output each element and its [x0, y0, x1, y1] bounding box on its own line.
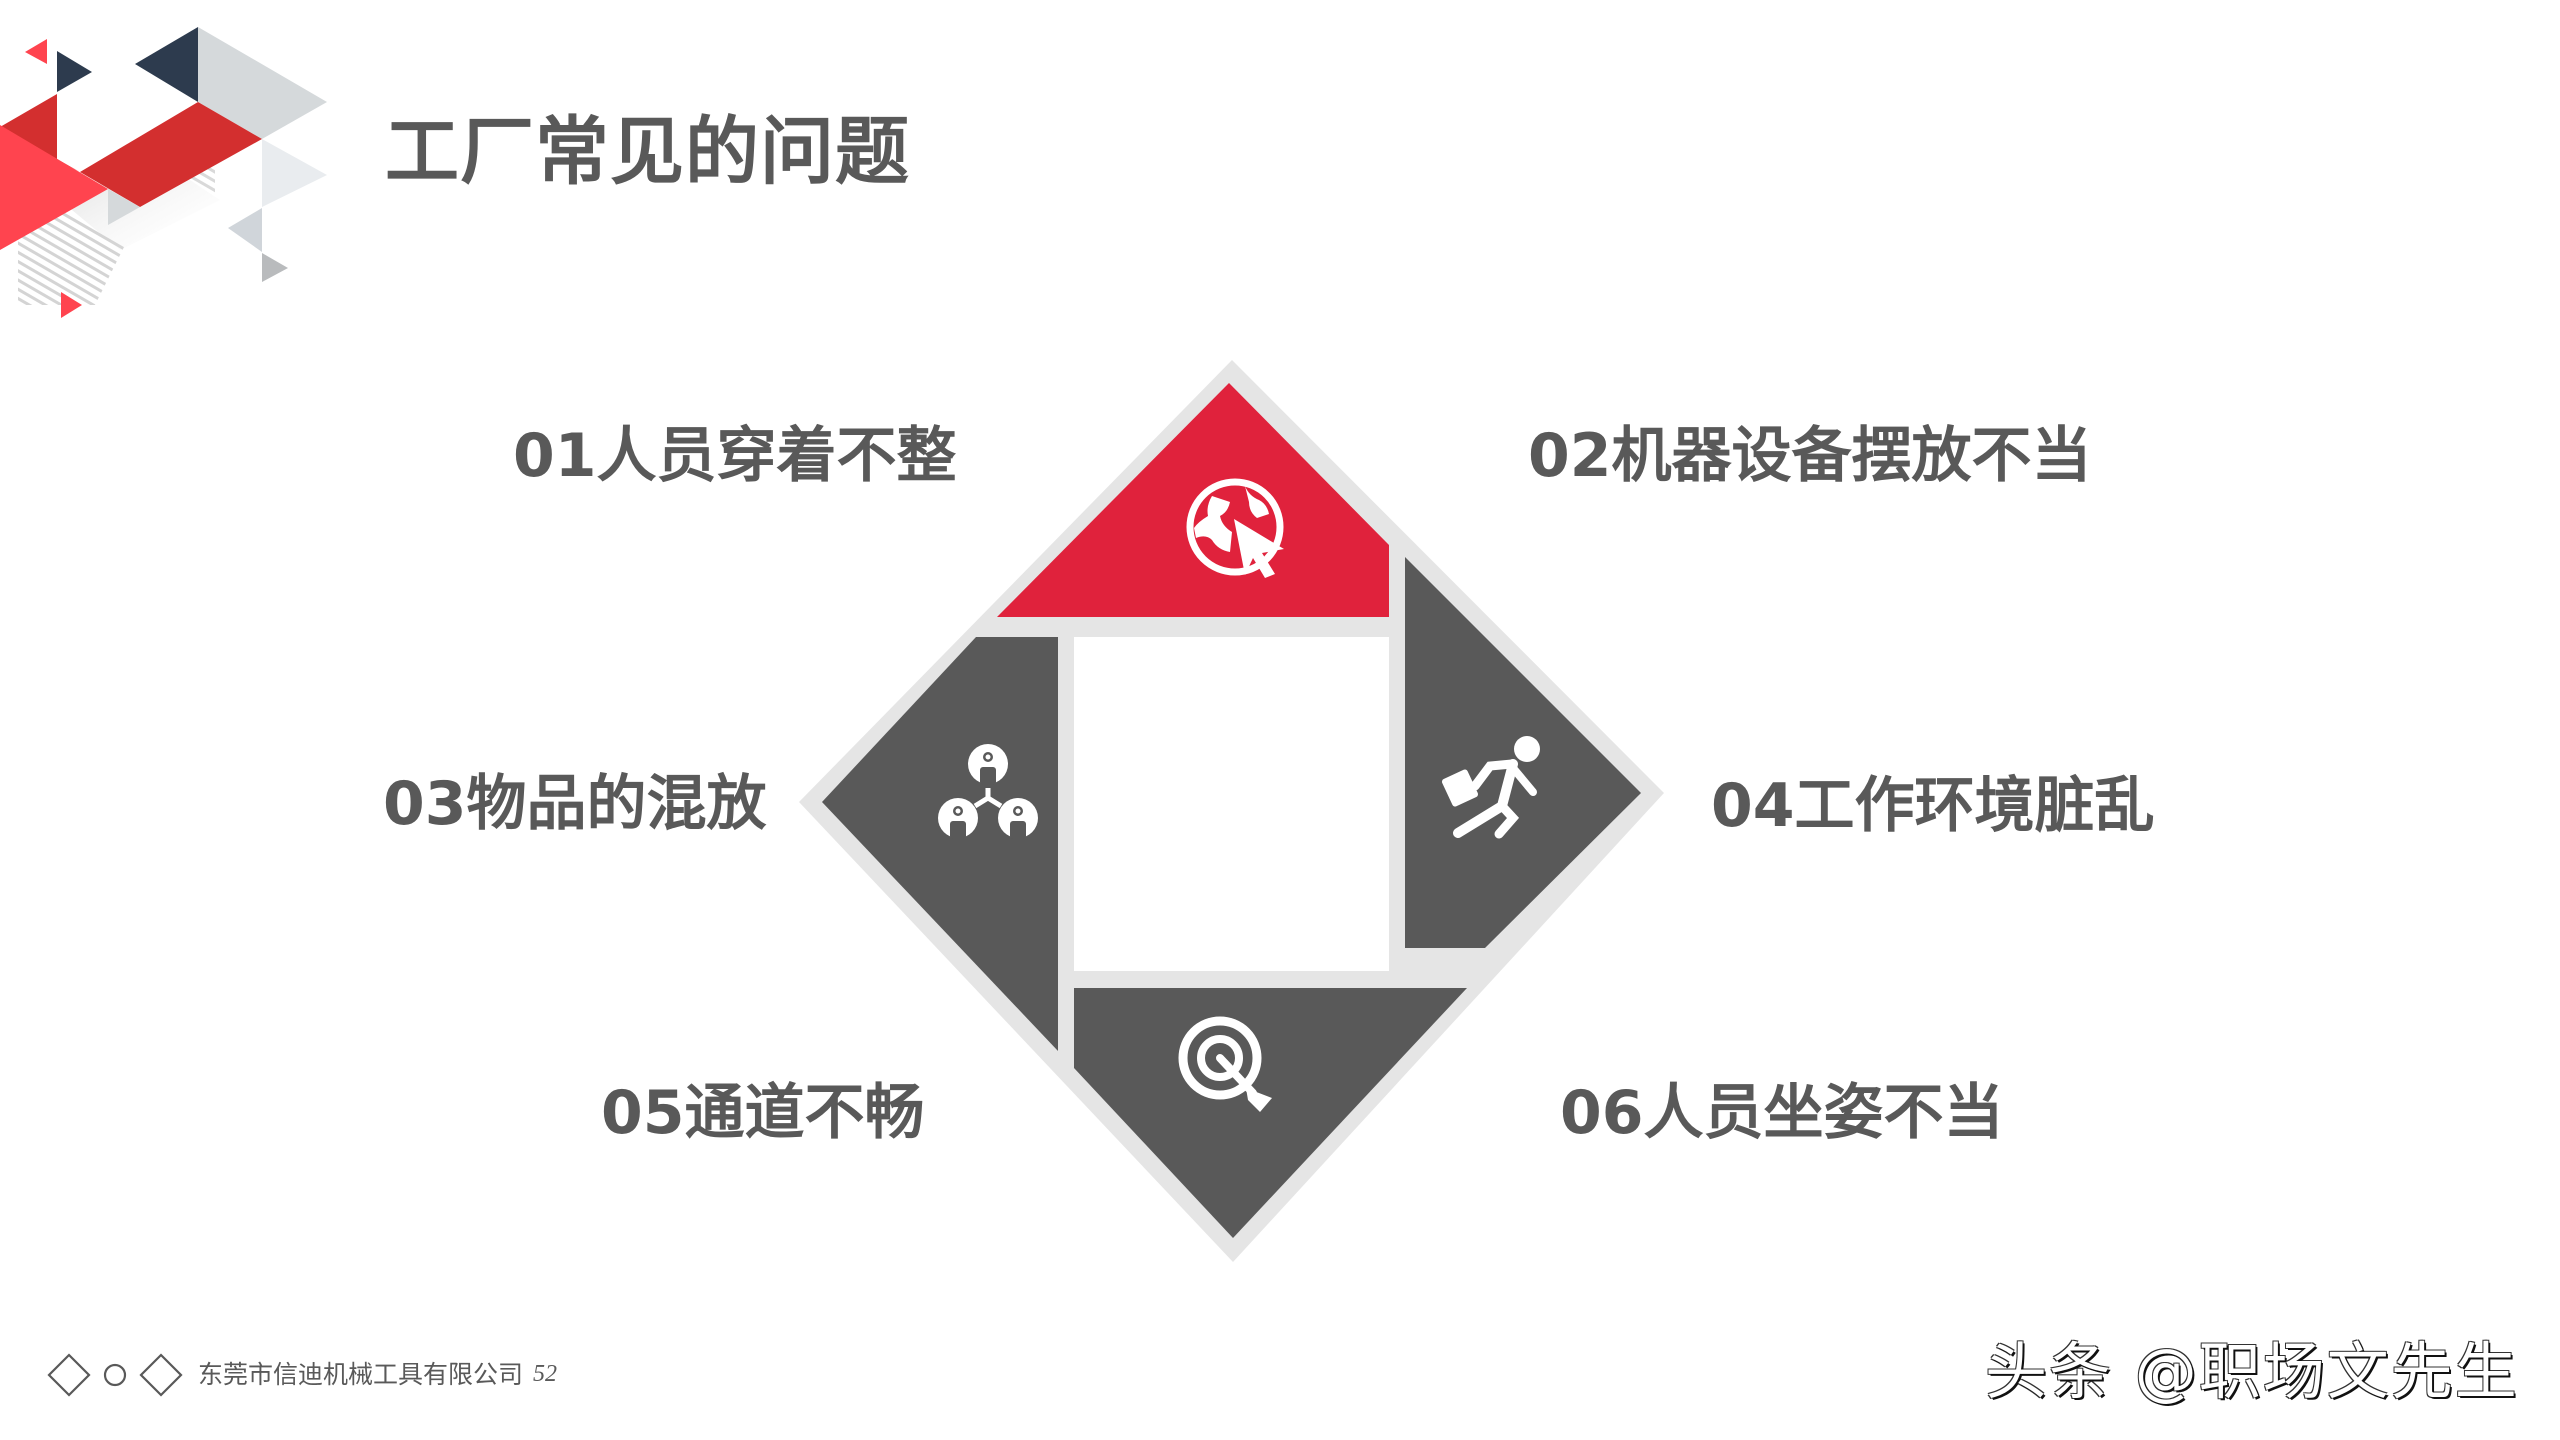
item-label-05: 05通道不畅	[601, 1078, 925, 1148]
item-label-01: 01人员穿着不整	[513, 421, 957, 491]
target-arrow-icon	[1178, 1016, 1272, 1112]
watermark: 头条 @职场文先生	[1985, 1335, 2519, 1408]
footer-shapes	[47, 1353, 183, 1397]
page-number: 52	[533, 1361, 557, 1387]
panel-top	[997, 383, 1389, 617]
panel-bottom	[1074, 988, 1467, 1238]
running-businessman-icon	[1441, 736, 1540, 839]
item-label-04: 04工作环境脏乱	[1711, 771, 2155, 841]
circle-outline-icon	[103, 1363, 127, 1387]
item-label-06: 06人员坐姿不当	[1560, 1078, 2004, 1148]
center-square	[1074, 637, 1389, 971]
globe-cursor-icon	[1186, 478, 1284, 578]
diamond-outline-icon	[47, 1353, 91, 1397]
panel-left	[822, 637, 1058, 1051]
company-name: 东莞市信迪机械工具有限公司	[198, 1360, 524, 1389]
decorative-geometric-graphic	[0, 27, 327, 318]
slide-title: 工厂常见的问题	[385, 109, 910, 195]
team-network-icon	[938, 744, 1038, 839]
item-label-02: 02机器设备摆放不当	[1528, 421, 2092, 491]
item-label-03: 03物品的混放	[383, 769, 767, 839]
diamond-outline-icon	[139, 1353, 183, 1397]
